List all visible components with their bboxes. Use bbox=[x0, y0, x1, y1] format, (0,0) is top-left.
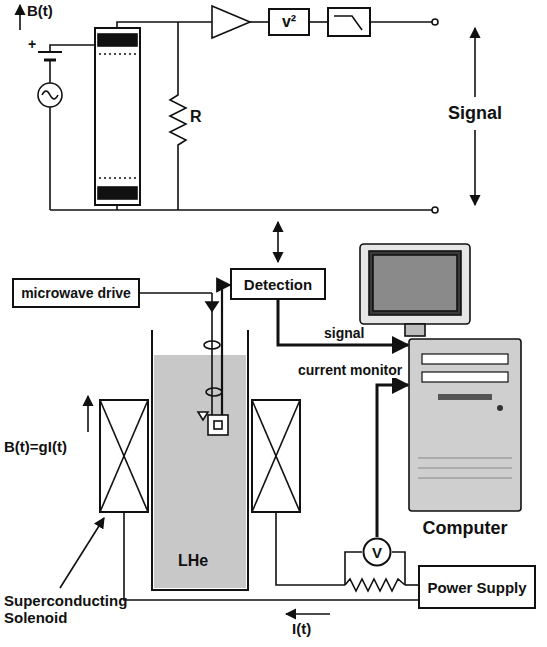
node-label: v² bbox=[282, 13, 296, 31]
source-box: microwave drive bbox=[12, 278, 140, 308]
connector-label: signal bbox=[322, 325, 366, 341]
data-connector bbox=[278, 300, 408, 345]
current-label: I(t) bbox=[292, 620, 311, 637]
computer-tower: Computer bbox=[408, 338, 522, 512]
field-equation: B(t)=gI(t) bbox=[4, 438, 67, 455]
data-connector bbox=[377, 385, 408, 537]
node-label: Power Supply bbox=[427, 579, 526, 596]
solenoid-label: Superconducting Solenoid bbox=[4, 592, 134, 627]
resistor-label: R bbox=[190, 108, 202, 126]
squarer-box: v² bbox=[268, 8, 310, 36]
field-label: B(t) bbox=[27, 2, 53, 19]
voltmeter-circle: V bbox=[362, 537, 392, 567]
computer-illustration bbox=[408, 338, 522, 512]
polarity-mark: + bbox=[28, 36, 36, 52]
node-label: V bbox=[372, 544, 382, 561]
node-label: Detection bbox=[244, 276, 312, 293]
connector-label: current monitor bbox=[296, 362, 404, 378]
detection-box: Detection bbox=[230, 268, 326, 300]
power-supply-box: Power Supply bbox=[418, 565, 536, 609]
node-label: microwave drive bbox=[21, 285, 131, 301]
signal-label: Signal bbox=[445, 103, 505, 124]
computer-label: Computer bbox=[423, 518, 508, 539]
helium-label: LHe bbox=[178, 552, 208, 570]
